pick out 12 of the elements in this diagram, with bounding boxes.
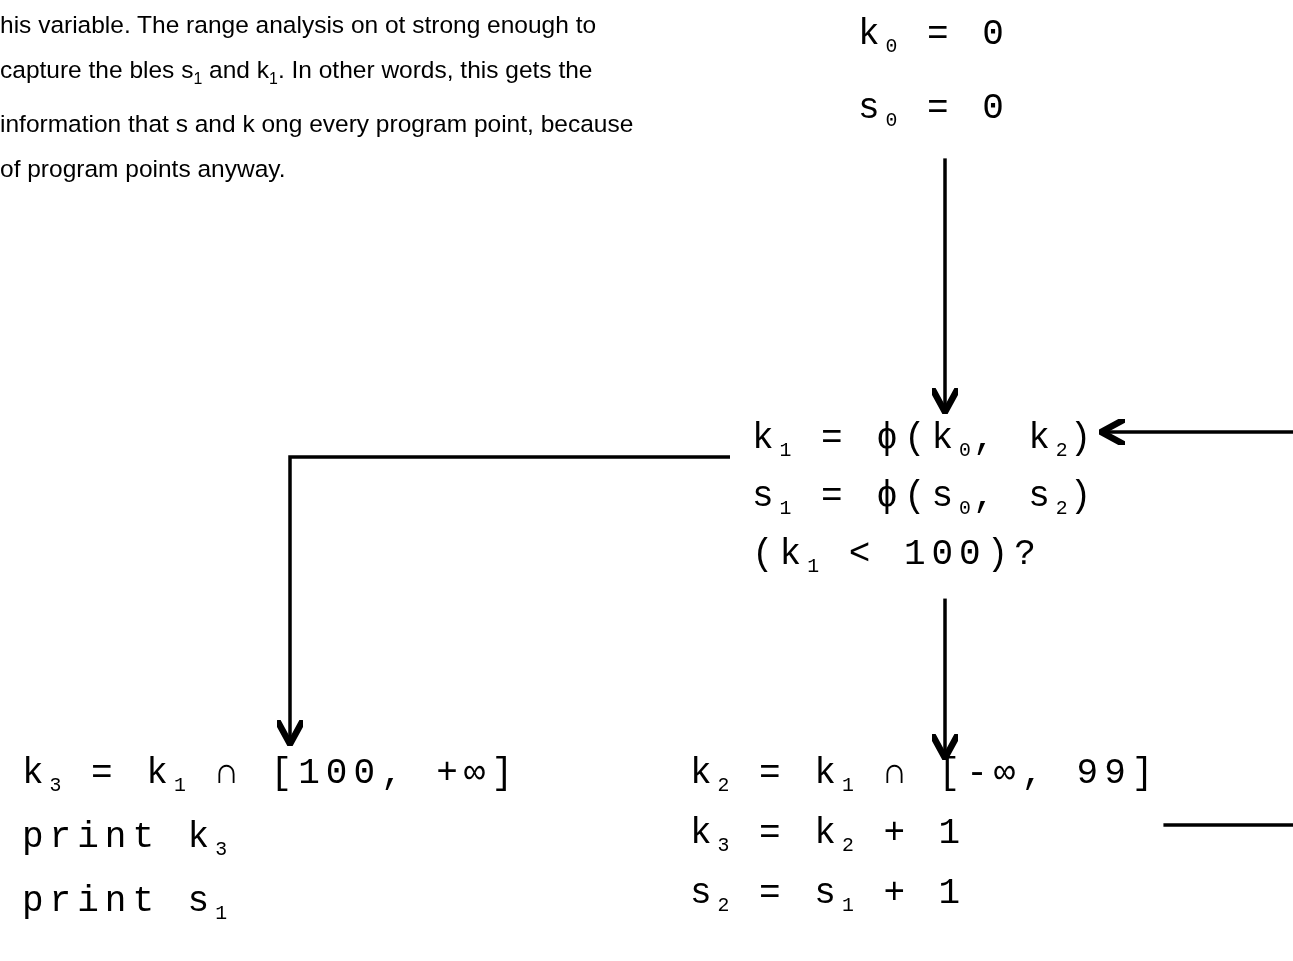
code-line: (k$_{1}$ < 100)? [752,533,1042,581]
code-line: print k$_{3}$ [22,816,230,864]
code-line: s$_{0}$ = 0 [858,87,1010,135]
code-line: k$_{3}$ = k$_{2}$ + 1 [690,812,967,860]
code-line: print s$_{1}$ [22,880,230,928]
code-line: s$_{1}$ = ϕ(s$_{0}$, s$_{2}$) [752,475,1098,523]
code-line: k$_{2}$ = k$_{1}$ ∩ [-∞, 99] [690,752,1160,800]
code-line: k$_{3}$ = k$_{1}$ ∩ [100, +∞] [22,752,520,800]
code-line: k$_{1}$ = ϕ(k$_{0}$, k$_{2}$) [752,417,1098,465]
paragraph: his variable. The range analysis on ot strong enough to capture the bles s$_{1}$ and k$_{1}$. In other words, this gets the information that s and k ong every program point, because of program points anyway. [0,10,635,184]
code-line: k$_{0}$ = 0 [858,13,1010,61]
code-line: s$_{2}$ = s$_{1}$ + 1 [690,872,967,920]
